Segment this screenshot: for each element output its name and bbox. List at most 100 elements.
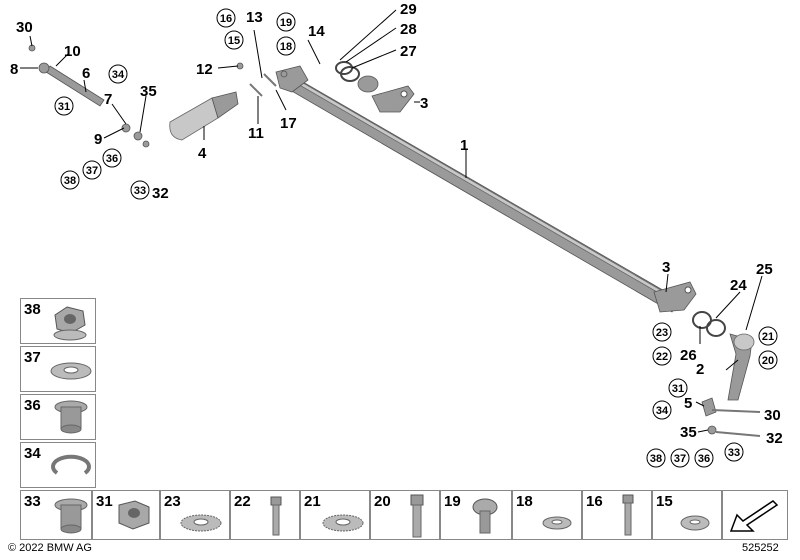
callout-31: 31 [672, 383, 684, 395]
rod-part [289, 77, 681, 313]
legend-number: 38 [24, 301, 41, 318]
callout-38: 38 [650, 453, 662, 465]
callout-23: 23 [656, 327, 668, 339]
callout-25: 25 [756, 261, 773, 278]
legend-tile-nut: 38 [20, 298, 96, 344]
bolt-part [263, 73, 277, 87]
callout-35: 35 [680, 424, 697, 441]
bolt-part [711, 409, 761, 413]
nav-arrow-button[interactable] [722, 490, 788, 540]
callout-15: 15 [228, 35, 240, 47]
callout-13: 13 [246, 9, 263, 26]
callout-7: 7 [104, 91, 112, 108]
legend-number: 34 [24, 445, 41, 462]
bracket-top [371, 85, 415, 113]
legend-number: 16 [586, 493, 603, 510]
legend-number: 18 [516, 493, 533, 510]
washer-part [280, 70, 288, 78]
callout-21: 21 [762, 331, 774, 343]
legend-tile-lock-washer: 21 [300, 490, 370, 540]
hex-nut-icon [118, 500, 150, 530]
callout-33: 33 [134, 185, 146, 197]
callout-32: 32 [766, 430, 783, 447]
callout-22: 22 [656, 351, 668, 363]
callout-3: 3 [420, 95, 428, 112]
socket-bolt-icon [622, 494, 634, 536]
legend-number: 22 [234, 493, 251, 510]
washer-icon [680, 515, 710, 531]
leader-lines [20, 9, 763, 433]
callout-30: 30 [16, 19, 33, 36]
washer-icon [542, 516, 572, 530]
callout-24: 24 [730, 277, 747, 294]
callout-3: 3 [662, 259, 670, 276]
legend-tile-washer: 37 [20, 346, 96, 392]
arrow-down-left-icon [729, 500, 779, 532]
legend-number: 15 [656, 493, 673, 510]
socket-bolt-icon [270, 496, 282, 536]
callout-2: 2 [696, 361, 704, 378]
callout-16: 16 [220, 13, 232, 25]
bracket-right [653, 281, 697, 313]
washer-part [133, 131, 143, 141]
link-rod-part [45, 65, 105, 107]
callout-33: 33 [728, 447, 740, 459]
bush-icon [54, 498, 88, 534]
callout-30: 30 [764, 407, 781, 424]
diagram-id: 525252 [742, 542, 779, 554]
legend-tile-bolt: 22 [230, 490, 300, 540]
boot-part [169, 91, 239, 141]
serrated-washer-icon [180, 514, 222, 532]
legend-tile-button-screw: 19 [440, 490, 512, 540]
legend-number: 33 [24, 493, 41, 510]
callout-35: 35 [140, 83, 157, 100]
washer-part [707, 425, 717, 435]
button-head-screw-icon [472, 498, 498, 534]
callout-17: 17 [280, 115, 297, 132]
callout-19: 19 [280, 17, 292, 29]
collar-nut-icon [53, 306, 87, 341]
washer-icon [50, 362, 92, 380]
callout-11: 11 [248, 125, 264, 142]
bush-part [357, 75, 379, 93]
legend-number: 21 [304, 493, 321, 510]
serrated-washer-icon [322, 514, 364, 532]
legend-tile-bush: 33 [20, 490, 92, 540]
callout-32: 32 [152, 185, 169, 202]
legend-number: 19 [444, 493, 461, 510]
callout-4: 4 [198, 145, 207, 162]
legend-tile-washer: 18 [512, 490, 582, 540]
callout-5: 5 [684, 395, 692, 412]
legend-tile-washer: 15 [652, 490, 722, 540]
legend-number: 36 [24, 397, 41, 414]
callout-1: 1 [460, 137, 468, 154]
callout-26: 26 [680, 347, 697, 364]
callout-31: 31 [58, 101, 70, 113]
callout-6: 6 [82, 65, 90, 82]
legend-tile-bush: 36 [20, 394, 96, 440]
callout-38: 38 [64, 175, 76, 187]
callout-14: 14 [308, 23, 325, 40]
bush-icon [54, 400, 88, 434]
circlip-icon [51, 454, 91, 475]
legend-number: 31 [96, 493, 113, 510]
callout-27: 27 [400, 43, 417, 60]
legend-tile-nut: 31 [92, 490, 160, 540]
bolt-part [715, 431, 761, 437]
bolt-part [249, 83, 263, 97]
callout-28: 28 [400, 21, 417, 38]
callout-10: 10 [64, 43, 81, 60]
legend-tile-bolt: 16 [582, 490, 652, 540]
lever-part [727, 333, 755, 401]
socket-bolt-icon [410, 494, 424, 538]
callout-36: 36 [698, 453, 710, 465]
callout-29: 29 [400, 1, 417, 18]
ring-part [706, 319, 726, 337]
callout-18: 18 [280, 41, 292, 53]
callout-36: 36 [106, 153, 118, 165]
legend-tile-bolt: 20 [370, 490, 440, 540]
callout-8: 8 [10, 61, 18, 78]
legend-number: 20 [374, 493, 391, 510]
callout-20: 20 [762, 355, 774, 367]
